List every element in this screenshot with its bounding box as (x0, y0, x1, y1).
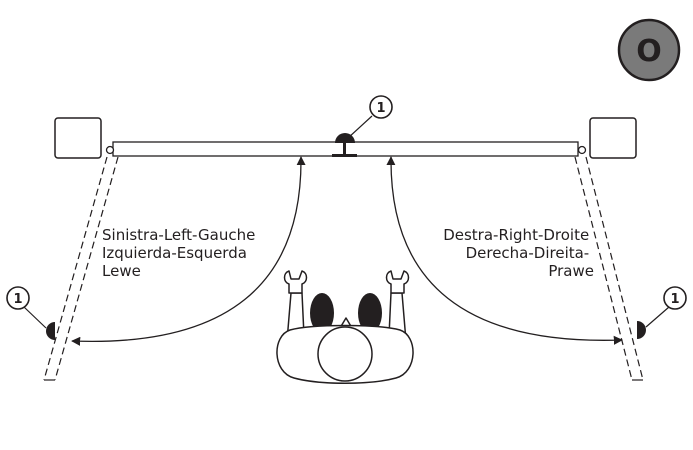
right-hinge (577, 145, 587, 155)
left-label-line-3: Lewe (102, 262, 141, 280)
left-hinge (105, 145, 115, 155)
left-pillar (54, 117, 102, 159)
left-label-line-2: Izquierda-Esquerda (102, 244, 247, 262)
left-label: Sinistra-Left-Gauche Izquierda-Esquerda … (102, 226, 260, 280)
right-label-line-2: Derecha-Direita- (466, 244, 590, 262)
left-swing-arrow (71, 156, 306, 346)
left-wrench (283, 270, 308, 294)
right-wrench (385, 270, 410, 294)
svg-text:1: 1 (670, 292, 679, 307)
right-pillar (589, 117, 637, 159)
badge-letter: O (636, 34, 662, 69)
section-badge: O (617, 18, 681, 82)
right-swing-arrow (386, 156, 623, 345)
head (317, 326, 373, 382)
person-figure (276, 270, 414, 384)
svg-text:1: 1 (13, 292, 22, 307)
callout-1-left: 1 (6, 286, 47, 329)
left-open-stop (46, 322, 55, 340)
svg-text:1: 1 (376, 101, 385, 116)
right-label-line-1: Destra-Right-Droite (443, 226, 589, 244)
left-label-line-1: Sinistra-Left-Gauche (102, 226, 255, 244)
callout-1-center: 1 (347, 95, 393, 139)
left-foot (310, 293, 334, 333)
right-foot (358, 293, 382, 333)
callout-1-right: 1 (645, 286, 687, 328)
right-open-stop (637, 321, 646, 339)
right-label: Destra-Right-Droite Derecha-Direita- Pra… (443, 226, 594, 280)
right-label-line-3: Prawe (548, 262, 594, 280)
